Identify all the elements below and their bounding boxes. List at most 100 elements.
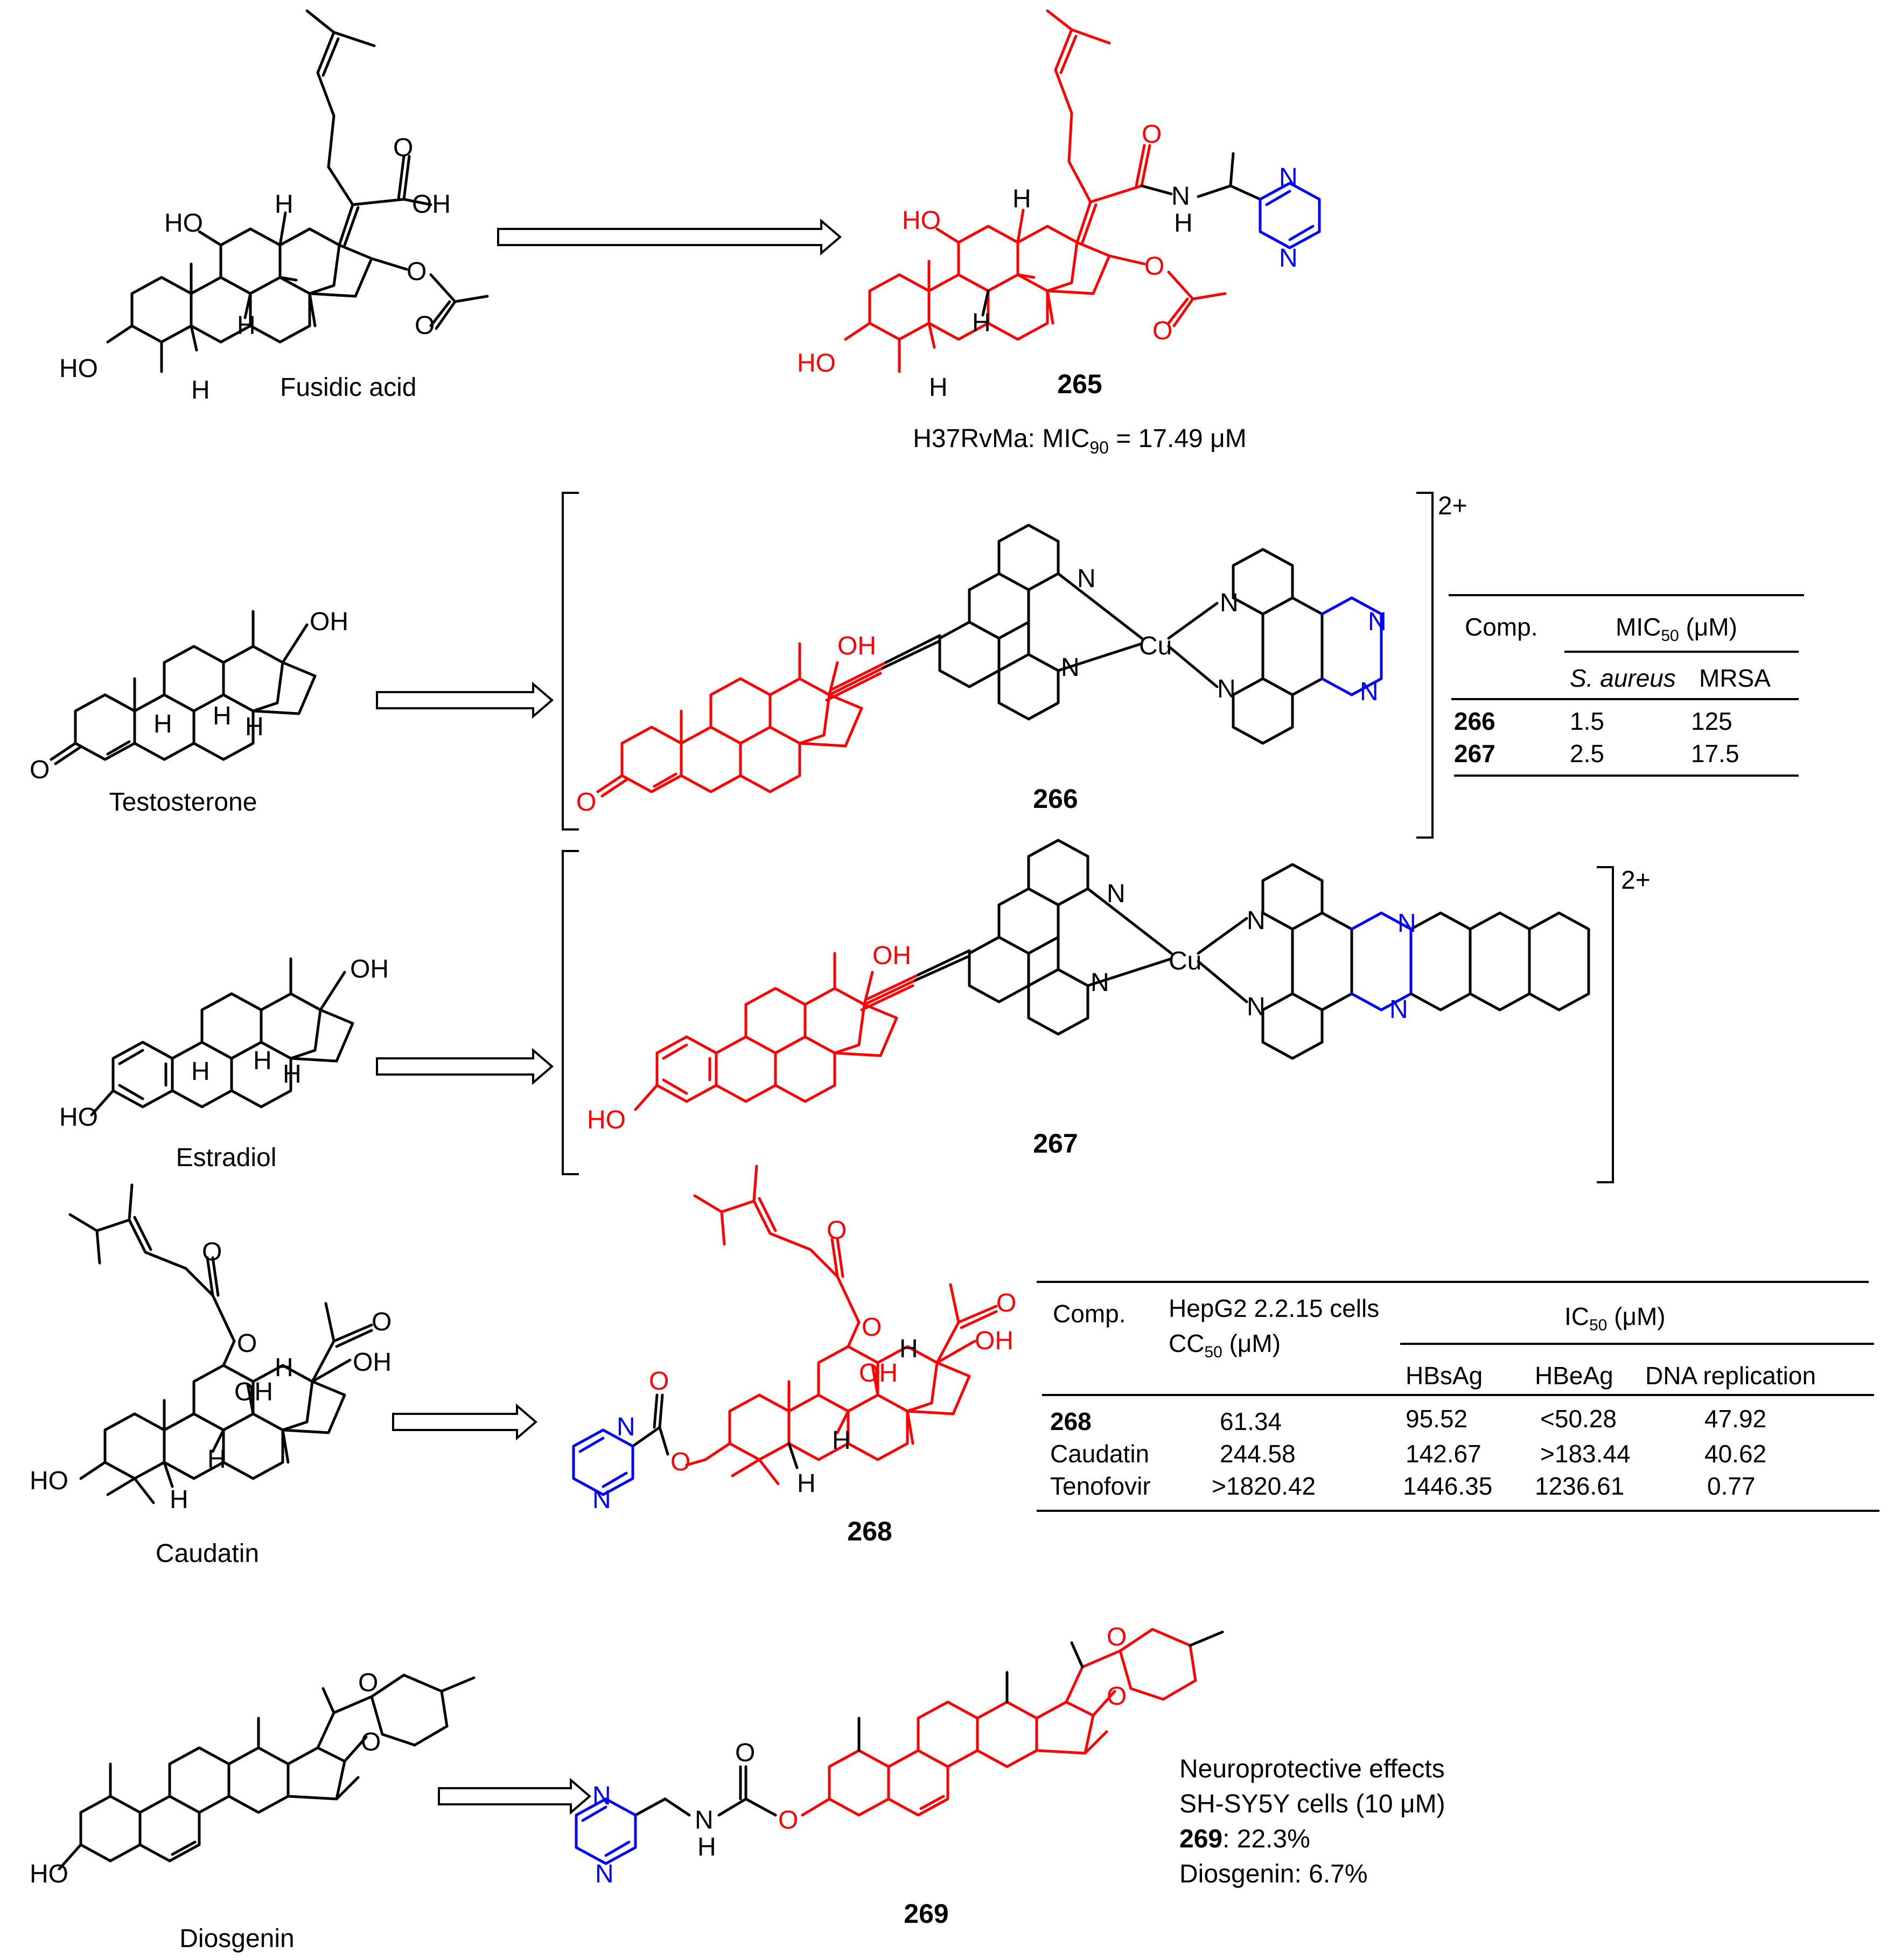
neuro-line-3-rest: : 22.3%: [1222, 1825, 1310, 1853]
bracket-right-267: [1597, 866, 1614, 1183]
hbv-row-268-hbeag: <50.28: [1540, 1405, 1617, 1433]
oh-266: OH: [837, 632, 876, 660]
h9-268: H: [832, 1426, 851, 1455]
oh-267: OH: [872, 941, 911, 970]
reaction-arrow-2: [376, 681, 554, 719]
testosterone-structure: OH O H H H: [30, 608, 348, 784]
compound-269-structure: N N N H O O O O: [575, 1623, 1224, 1888]
mic-header-comp: Comp.: [1465, 613, 1537, 641]
caudatin-structure: O O O OH OH HO H H H: [30, 1183, 392, 1514]
h5-label: H: [929, 373, 948, 402]
h8-label: H: [213, 702, 232, 730]
hbv-header-ic: IC50 (μM): [1564, 1302, 1666, 1334]
amide-o-label: O: [1142, 120, 1162, 149]
activity-265-value: = 17.49 μM: [1109, 424, 1247, 453]
n-phen-2: N: [1061, 653, 1080, 682]
hbv-header-comp: Comp.: [1053, 1300, 1126, 1328]
bracket-left-267: [562, 850, 579, 1175]
hbv-row-tenofovir-hbeag: 1236.61: [1535, 1472, 1624, 1500]
cu-266: Cu: [1139, 632, 1172, 660]
hbv-header-ic-sub: 50: [1589, 1316, 1607, 1334]
ho-3: HO: [30, 1860, 68, 1888]
activity-265-prefix: H37RvMa: MIC: [913, 424, 1089, 453]
mic-table: Comp. MIC50 (μM) S. aureus MRSA 266 1.5 …: [1449, 594, 1804, 777]
mic-header: MIC50 (μM): [1616, 613, 1737, 645]
ho-3-label: HO: [59, 354, 98, 383]
ho-3-label: HO: [59, 1103, 98, 1132]
h5-label: H: [170, 1485, 188, 1514]
ester-o-268: O: [670, 1448, 690, 1476]
hbv-row-caudatin-hbsag: 142.67: [1406, 1440, 1481, 1468]
charge-266: 2+: [1438, 492, 1467, 520]
hbv-row-caudatin-comp: Caudatin: [1050, 1440, 1149, 1468]
acid-oh-label: OH: [412, 190, 451, 219]
carbamate-o: O: [778, 1806, 798, 1835]
pyrazine-n1: N: [617, 1413, 635, 1441]
h17-label: H: [275, 1354, 293, 1382]
hbv-row-tenofovir-dna: 0.77: [1707, 1472, 1756, 1500]
hbv-row-268-hbsag: 95.52: [1406, 1405, 1467, 1433]
compound-number-268: 268: [847, 1516, 892, 1546]
carbamate-n: N: [695, 1806, 714, 1835]
estradiol-label: Estradiol: [176, 1143, 277, 1172]
amide-n-label: N: [1171, 182, 1190, 211]
mic-row-267-s-aureus: 2.5: [1570, 740, 1604, 768]
hbv-row-caudatin-cc50: 244.58: [1220, 1440, 1296, 1468]
n-dppz-2: N: [1217, 675, 1236, 703]
ho-267: HO: [587, 1106, 626, 1134]
hbv-header-cc: CC50 (μM): [1169, 1329, 1281, 1361]
hbv-row-caudatin-dna: 40.62: [1704, 1440, 1766, 1468]
oxo-266: O: [576, 788, 596, 817]
h14-label: H: [283, 1060, 302, 1089]
acetate-o-label: O: [1144, 252, 1164, 281]
n-dppz-1: N: [1220, 589, 1239, 617]
tigloyl-o-268: O: [827, 1216, 847, 1245]
reaction-arrow-1: [497, 218, 842, 256]
hbv-subheader-hbsag: HBsAg: [1406, 1362, 1483, 1390]
activity-265: H37RvMa: MIC90 = 17.49 μM: [913, 424, 1246, 457]
cu-267: Cu: [1169, 947, 1201, 975]
h17-268: H: [899, 1335, 918, 1363]
compound-number-266: 266: [1033, 784, 1078, 814]
amide-h-label: H: [1174, 209, 1193, 238]
n-pyrazine-2: N: [1360, 678, 1379, 706]
ho-11-label: HO: [164, 209, 203, 238]
hbv-header-cc-prefix: CC: [1169, 1329, 1204, 1357]
h9-label: H: [191, 1057, 210, 1086]
hbv-row-tenofovir-hbsag: 1446.35: [1403, 1472, 1492, 1500]
mic-subheader-mrsa: MRSA: [1699, 664, 1771, 692]
hbv-header-ic-unit: (μM): [1607, 1302, 1665, 1330]
compound-267-structure: N N Cu N N N N OH HO: [587, 839, 1590, 1134]
compound-number-269: 269: [904, 1899, 948, 1929]
spiro-o-1: O: [1107, 1623, 1127, 1651]
h8-label: H: [253, 1047, 272, 1075]
spiro-o-2: O: [361, 1728, 381, 1756]
mic-header-prefix: MIC: [1616, 613, 1661, 641]
hbv-header-cc-unit: (μM): [1222, 1329, 1281, 1357]
h9-label: H: [153, 710, 172, 738]
n-pyrazine-1: N: [1368, 608, 1387, 636]
hbv-header-ic-prefix: IC: [1564, 1302, 1589, 1330]
oh-17: OH: [353, 1348, 392, 1377]
reaction-arrow-5: [438, 1777, 592, 1815]
h9-label: H: [237, 311, 256, 340]
hbv-table: Comp. HepG2 2.2.15 cells CC50 (μM) IC50 …: [1037, 1281, 1879, 1512]
carbamate-h: H: [697, 1833, 716, 1861]
pyrazine-n1-label: N: [1279, 163, 1298, 192]
mic-row-266-mrsa: 125: [1691, 707, 1732, 735]
diosgenin-label: Diosgenin: [179, 1924, 294, 1953]
h14-label: H: [245, 713, 264, 741]
ketone-o: O: [372, 1308, 392, 1336]
hbv-row-268-comp: 268: [1050, 1407, 1092, 1435]
n-phen-2: N: [1091, 968, 1109, 997]
ketone-o-268: O: [996, 1289, 1016, 1317]
fusidic-acid-structure: HO HO OH O O O H H H: [59, 9, 489, 404]
acid-o-label: O: [393, 134, 413, 162]
oh-17-label: OH: [310, 608, 348, 636]
mic-header-sub: 50: [1661, 627, 1679, 645]
ho-11-label: HO: [902, 206, 941, 235]
oh-17-268: OH: [975, 1327, 1014, 1355]
compound-268-structure: N N O O O O O OH OH H H H: [572, 1164, 1016, 1514]
testosterone-label: Testosterone: [109, 788, 257, 817]
bracket-left-266: [562, 492, 579, 831]
